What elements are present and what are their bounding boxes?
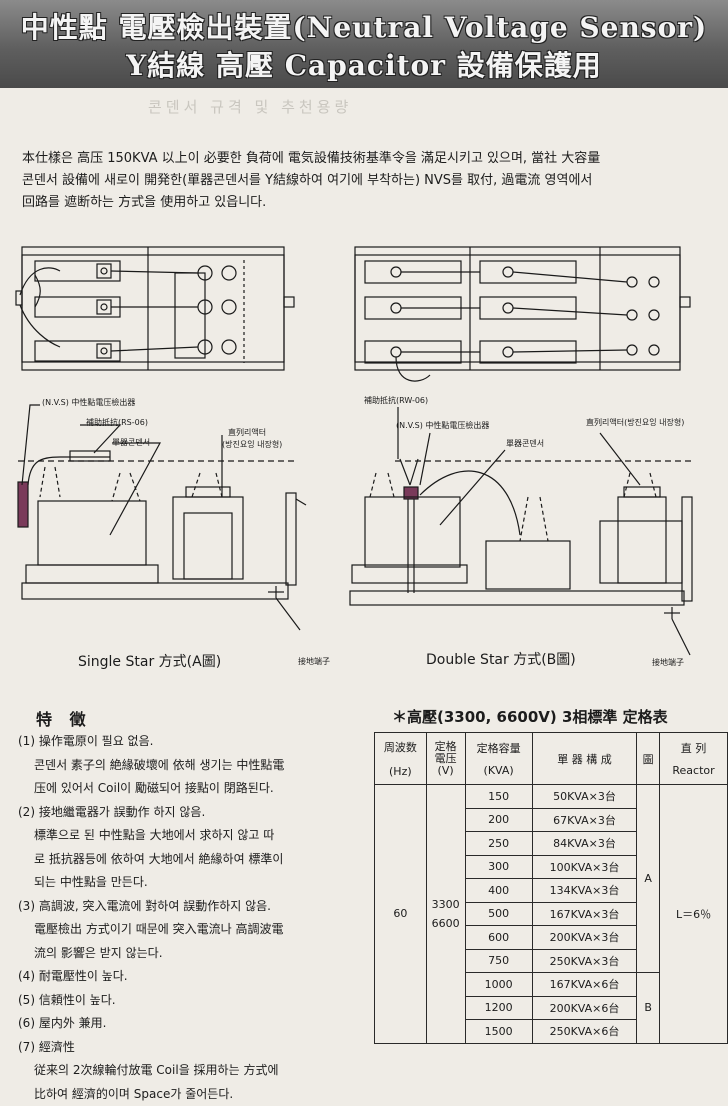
plan-view-single-star — [16, 247, 294, 370]
feature-line: (5) 信頼性이 높다. — [18, 989, 363, 1013]
header-capacity-unit: (KVA) — [470, 764, 528, 777]
label-nvs-b: (N.V.S) 中性點電压檢出器 — [396, 420, 489, 431]
unit-config-cell: 84KVA×3台 — [532, 832, 637, 856]
feature-line: (7) 經濟性 — [18, 1036, 363, 1060]
unit-config-cell: 250KVA×3台 — [532, 949, 637, 973]
feature-line: (1) 操作電原이 필요 없음. — [18, 730, 363, 754]
feature-line: 従来의 2次線輪付放電 Coil을 採用하는 方式에 — [18, 1059, 363, 1083]
label-resistor-b: 補助抵抗(RW-06) — [364, 395, 428, 406]
scheme-a-cell: A — [637, 785, 660, 973]
table-header-row: 周波数 (Hz) 定格電压 (V) 定格容量 (KVA) 單 器 構 成 圖 直… — [375, 733, 728, 785]
banner-title-line2: Y結線 高壓 Capacitor 設備保護用 — [0, 44, 728, 84]
unit-config-cell: 200KVA×3台 — [532, 926, 637, 950]
capacity-cell: 1200 — [465, 996, 532, 1020]
capacity-cell: 1000 — [465, 973, 532, 997]
feature-line: 比하여 經濟的이며 Space가 줄어든다. — [18, 1083, 363, 1106]
bleed-through-text: 콘덴서 규격 및 추천용량 — [148, 96, 352, 117]
feature-line: (4) 耐電壓性이 높다. — [18, 965, 363, 989]
intro-paragraph: 本仕樣은 高压 150KVA 以上이 必要한 負荷에 電気設備技術基準令을 滿足… — [22, 148, 712, 214]
label-reactor-b: 直列리액터(방진요잉 내장형) — [586, 417, 684, 428]
capacity-cell: 750 — [465, 949, 532, 973]
scheme-b-cell: B — [637, 973, 660, 1044]
header-frequency-label: 周波数 — [379, 739, 422, 755]
unit-config-cell: 67KVA×3台 — [532, 808, 637, 832]
header-reactor-label: 直 列 — [664, 740, 723, 756]
feature-line: 標準으로 된 中性點을 大地에서 求하지 않고 따 — [18, 824, 363, 848]
label-ground-a: 接地端子 — [298, 656, 330, 667]
voltage-value: 3300 — [431, 898, 461, 911]
capacity-cell: 200 — [465, 808, 532, 832]
intro-line: 回路를 遮断하는 方式을 使用하고 있읍니다. — [22, 192, 712, 214]
label-resistor-a: 補助抵抗(RS-06) — [86, 417, 148, 428]
title-banner: 中性點 電壓檢出裝置(Neutral Voltage Sensor) Y結線 高… — [0, 0, 728, 88]
header-voltage: 定格電压 (V) — [426, 733, 465, 785]
header-reactor-unit: Reactor — [664, 764, 723, 777]
unit-config-cell: 200KVA×6台 — [532, 996, 637, 1020]
capacity-cell: 400 — [465, 879, 532, 903]
unit-config-cell: 50KVA×3台 — [532, 785, 637, 809]
header-capacity-label: 定格容量 — [470, 740, 528, 756]
voltage-cell: 3300 6600 — [426, 785, 465, 1044]
frequency-cell: 60 — [375, 785, 427, 1044]
feature-line: (6) 屋内外 兼用. — [18, 1012, 363, 1036]
plan-view-double-star — [355, 247, 690, 381]
features-list: (1) 操作電原이 필요 없음.콘덴서 素子의 絶緣破壞에 依해 생기는 中性點… — [18, 730, 363, 1106]
label-reactor-note-a: (방진요잉 내장형) — [222, 439, 282, 450]
header-scheme: 圖 — [637, 733, 660, 785]
feature-line: 되는 中性點을 만든다. — [18, 871, 363, 895]
rating-table: 周波数 (Hz) 定格電压 (V) 定格容量 (KVA) 單 器 構 成 圖 直… — [374, 732, 728, 1044]
label-reactor-a: 直列리액터 — [228, 427, 266, 438]
feature-line: 로 抵抗器등에 依하여 大地에서 絶緣하여 標準이 — [18, 848, 363, 872]
capacity-cell: 300 — [465, 855, 532, 879]
unit-config-cell: 250KVA×6台 — [532, 1020, 637, 1044]
installation-diagram — [0, 235, 728, 685]
rating-table-title: ＊高壓(3300, 6600V) 3相標準 定格表 — [392, 706, 668, 727]
feature-line: 压에 있어서 Coil이 勵磁되어 接點이 閉路된다. — [18, 777, 363, 801]
intro-line: 콘덴서 設備에 새로이 開発한(單器콘덴서를 Y結線하여 여기에 부착하는) N… — [22, 170, 712, 192]
feature-line: 콘덴서 素子의 絶緣破壞에 依해 생기는 中性點電 — [18, 754, 363, 778]
capacity-cell: 500 — [465, 902, 532, 926]
intro-line: 本仕樣은 高压 150KVA 以上이 必要한 負荷에 電気設備技術基準令을 滿足… — [22, 148, 712, 170]
unit-config-cell: 100KVA×3台 — [532, 855, 637, 879]
capacity-cell: 1500 — [465, 1020, 532, 1044]
capacity-cell: 250 — [465, 832, 532, 856]
unit-config-cell: 134KVA×3台 — [532, 879, 637, 903]
label-capacitor-a: 單器콘덴서 — [112, 437, 150, 448]
label-capacitor-b: 單器콘덴서 — [506, 438, 544, 449]
caption-double-star: Double Star 方式(B圖) — [426, 649, 576, 669]
feature-line: (3) 高調波, 突入電流에 對하여 誤動作하지 않음. — [18, 895, 363, 919]
unit-config-cell: 167KVA×6台 — [532, 973, 637, 997]
feature-line: (2) 接地繼電器가 誤動作 하지 않음. — [18, 801, 363, 825]
banner-title-line1: 中性點 電壓檢出裝置(Neutral Voltage Sensor) — [0, 6, 728, 46]
header-voltage-label: 定格電压 — [433, 741, 459, 765]
features-heading: 特 徵 — [36, 706, 92, 730]
label-nvs-a: (N.V.S) 中性點電压檢出器 — [42, 397, 135, 408]
capacity-cell: 150 — [465, 785, 532, 809]
capacity-cell: 600 — [465, 926, 532, 950]
header-frequency-unit: (Hz) — [379, 765, 422, 778]
caption-single-star: Single Star 方式(A圖) — [78, 651, 221, 671]
header-unit-config: 單 器 構 成 — [532, 733, 637, 785]
unit-config-cell: 167KVA×3台 — [532, 902, 637, 926]
feature-line: 電壓檢出 方式이기 때문에 突入電流나 高調波電 — [18, 918, 363, 942]
voltage-value: 6600 — [431, 917, 461, 930]
feature-line: 流의 影響은 받지 않는다. — [18, 942, 363, 966]
header-voltage-unit: (V) — [431, 765, 461, 777]
reactor-cell: L＝6％ — [660, 785, 728, 1044]
label-ground-b: 接地端子 — [652, 657, 684, 668]
header-capacity: 定格容量 (KVA) — [465, 733, 532, 785]
header-frequency: 周波数 (Hz) — [375, 733, 427, 785]
header-reactor: 直 列 Reactor — [660, 733, 728, 785]
